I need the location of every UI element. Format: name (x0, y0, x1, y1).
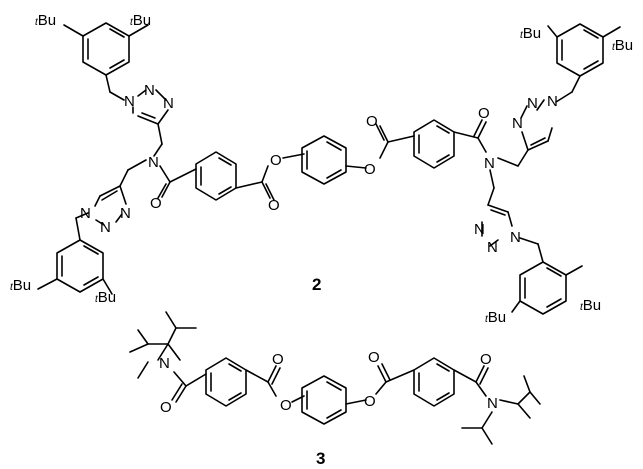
oxygen-atom: O (270, 152, 282, 169)
nitrogen-atom: N (487, 239, 498, 256)
right-terephthalate-ring (375, 119, 487, 169)
nitrogen-atom: N (474, 221, 485, 238)
nitrogen-atom: N (510, 229, 521, 246)
left-amide-linker (127, 159, 197, 199)
oxygen-atom: O (478, 105, 490, 122)
bottom-left-aryl-ring (37, 217, 113, 295)
oxygen-atom: O (366, 113, 378, 130)
nitrogen-atom: N (100, 219, 111, 236)
compound-3-label: 3 (316, 449, 325, 468)
oxygen-atom: O (160, 399, 172, 416)
tbu-label: tBu (520, 25, 541, 42)
bottom-right-aryl-ring (511, 243, 583, 315)
nitrogen-atom: N (120, 205, 131, 222)
tbu-label: tBu (35, 12, 56, 29)
compound-2-label: 2 (312, 275, 321, 294)
tbu-label: tBu (10, 277, 31, 294)
left-terephthalate-ring (195, 151, 275, 201)
right-terephthalate-ring-3 (375, 357, 489, 407)
oxygen-atom: O (280, 397, 292, 414)
nitrogen-atom: N (163, 95, 174, 112)
tbu-label: tBu (95, 289, 116, 306)
oxygen-atom: O (368, 349, 380, 366)
tbu-label: tBu (612, 37, 633, 54)
nitrogen-atom: N (144, 82, 155, 99)
left-terephthalate-ring-3 (205, 357, 281, 407)
nitrogen-atom: N (484, 155, 495, 172)
right-diisopropylamide (461, 375, 541, 445)
tbu-label: tBu (130, 12, 151, 29)
compound-2-structure: tBu tBu N N N N O O O N N N tBu tBu O O … (10, 12, 633, 326)
bottom-right-triazole-ring (481, 187, 539, 247)
nitrogen-atom: N (148, 154, 159, 171)
oxygen-atom: O (268, 197, 280, 214)
left-diisopropylamide (129, 311, 207, 403)
top-right-aryl-ring (547, 23, 621, 93)
nitrogen-atom: N (512, 115, 523, 132)
top-left-aryl-ring (63, 22, 149, 93)
central-hydroquinone-ring (282, 135, 367, 185)
oxygen-atom: O (364, 161, 376, 178)
nitrogen-atom: N (80, 205, 91, 222)
tbu-label: tBu (485, 309, 506, 326)
nitrogen-atom: N (487, 395, 498, 412)
oxygen-atom: O (364, 393, 376, 410)
nitrogen-atom: N (547, 93, 558, 110)
nitrogen-atom: N (527, 95, 538, 112)
central-hydroquinone-ring-3 (291, 375, 367, 425)
top-left-triazole-ring (109, 89, 169, 157)
compound-3-structure: N O O O O O O N (129, 311, 541, 445)
nitrogen-atom: N (124, 93, 135, 110)
tbu-label: tBu (580, 297, 601, 314)
compound-3-atom-labels: N O O O O O O N (159, 349, 498, 416)
nitrogen-atom: N (159, 355, 170, 372)
oxygen-atom: O (272, 351, 284, 368)
bottom-left-triazole-ring (75, 169, 129, 226)
right-amide-linker (489, 149, 529, 189)
top-right-triazole-ring (520, 91, 573, 151)
compound-2-atom-labels: tBu tBu N N N N O O O N N N tBu tBu O O … (10, 12, 633, 326)
oxygen-atom: O (150, 195, 162, 212)
oxygen-atom: O (480, 351, 492, 368)
